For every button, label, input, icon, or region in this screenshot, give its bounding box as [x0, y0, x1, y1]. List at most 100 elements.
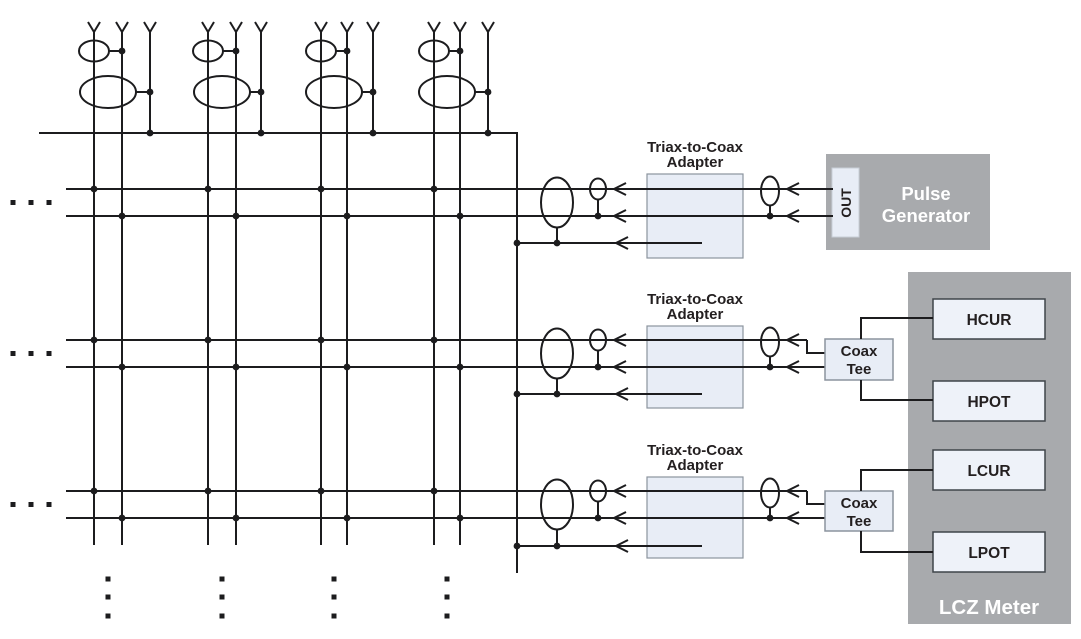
column-ellipsis-dot [444, 594, 450, 600]
junction-dot [343, 47, 351, 55]
triax-ellipse-large [540, 176, 574, 229]
column-ellipsis-dot [331, 613, 337, 619]
junction-dot [766, 363, 774, 371]
junction-dot [204, 336, 212, 344]
column-ellipsis-dot [331, 576, 337, 582]
junction-dot [257, 88, 265, 96]
probe-tip-fork-icon [314, 21, 322, 33]
hpot-terminal-label: HPOT [967, 394, 1011, 411]
probe-tip-fork-icon [254, 21, 262, 33]
relay-ellipse-large [193, 75, 251, 109]
probe-tip-fork-icon [93, 21, 101, 33]
junction-dot [513, 542, 521, 550]
tee-to-terminal-wire [860, 380, 933, 401]
row-ellipsis-dot [28, 502, 34, 507]
column-ellipsis-dot [219, 613, 225, 619]
tee-to-terminal-wire [860, 531, 933, 553]
arrowhead-left-icon [611, 484, 627, 498]
junction-dot [430, 487, 438, 495]
probe-tip-fork-icon [115, 21, 123, 33]
arrowhead-left-icon [784, 484, 800, 498]
junction-dot [430, 185, 438, 193]
pulse-generator-label-line2: Generator [882, 205, 970, 226]
arrowhead-left-icon [611, 360, 627, 374]
row-ellipsis-dot [28, 200, 34, 205]
lpot-terminal-label: LPOT [968, 545, 1010, 562]
junction-dot [90, 336, 98, 344]
coax-tee-label-line1: Coax [841, 343, 878, 360]
coax-tee-box [824, 338, 894, 381]
probe-tip-fork-icon [260, 21, 268, 33]
adapter-label-line2: Adapter [667, 306, 724, 323]
probe-tip-fork-icon [340, 21, 348, 33]
junction-dot [90, 185, 98, 193]
probe-tip-fork-icon [433, 21, 441, 33]
coax-tee-label-line2: Tee [847, 513, 872, 530]
junction-dot [513, 239, 521, 247]
probe-tip-fork-icon [459, 21, 467, 33]
coax-ellipse [760, 477, 780, 509]
lcz-meter: HCUR HPOT LCUR LPOT LCZ Meter [908, 272, 1071, 624]
lcur-terminal-box [932, 449, 1046, 491]
adapter-label-line2: Adapter [667, 457, 724, 474]
row-wire-force-jog [806, 340, 825, 354]
probe-tip-fork-icon [143, 21, 151, 33]
pulse-generator-label-line1: Pulse [901, 183, 950, 204]
row-wire-force-jog [806, 491, 825, 505]
junction-dot [204, 487, 212, 495]
junction-dot [343, 363, 351, 371]
hcur-terminal-box [932, 298, 1046, 340]
out-port-label: OUT [838, 188, 854, 218]
row-ellipsis-dot [28, 351, 34, 356]
adapter-label-line1: Triax-to-Coax [647, 442, 744, 459]
junction-dot [484, 88, 492, 96]
hpot-terminal-box [932, 380, 1046, 422]
probe-tip-fork-icon [121, 21, 129, 33]
row-ellipsis-dot [46, 351, 52, 356]
lcur-terminal-label: LCUR [967, 463, 1010, 480]
junction-dot [369, 88, 377, 96]
probe-tip-fork-icon [235, 21, 243, 33]
probe-tip-fork-icon [427, 21, 435, 33]
tee-to-terminal-wire [860, 317, 933, 339]
arrowhead-left-icon [784, 209, 800, 223]
junction-dot [204, 185, 212, 193]
probe-tip-fork-icon [346, 21, 354, 33]
column-ellipsis-dot [105, 613, 111, 619]
junction-dot [232, 363, 240, 371]
adapter-label-line2: Adapter [667, 154, 724, 171]
junction-dot [456, 514, 464, 522]
column-ellipsis-dot [105, 576, 111, 582]
arrowhead-left-icon [613, 236, 629, 250]
guard-bus [39, 132, 518, 573]
triax-ellipse-large [540, 478, 574, 531]
junction-dot [232, 514, 240, 522]
row-ellipsis-dot [46, 502, 52, 507]
probe-tip-fork-icon [453, 21, 461, 33]
arrowhead-left-icon [784, 333, 800, 347]
junction-dot [456, 212, 464, 220]
junction-dot [594, 212, 602, 220]
junction-dot [317, 336, 325, 344]
junction-dot [146, 88, 154, 96]
row-ellipsis-dot [10, 351, 16, 356]
hcur-terminal-label: HCUR [967, 312, 1012, 329]
arrowhead-left-icon [611, 182, 627, 196]
probe-tip-fork-icon [201, 21, 209, 33]
junction-dot [456, 363, 464, 371]
probe-tip-fork-icon [487, 21, 495, 33]
arrowhead-left-icon [611, 333, 627, 347]
probe-tip-fork-icon [229, 21, 237, 33]
coax-ellipse [760, 326, 780, 358]
probe-tip-fork-icon [481, 21, 489, 33]
column-ellipsis-dot [219, 594, 225, 600]
lcz-meter-title: LCZ Meter [939, 596, 1039, 619]
coax-tee-label-line2: Tee [847, 361, 872, 378]
junction-dot [118, 363, 126, 371]
probe-tip-fork-icon [87, 21, 95, 33]
junction-dot [118, 212, 126, 220]
